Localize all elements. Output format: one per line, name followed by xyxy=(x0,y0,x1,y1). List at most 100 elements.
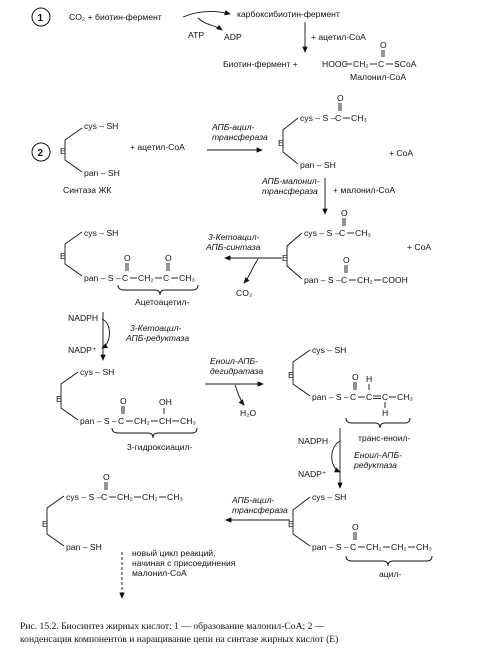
acetyl-malonyl-enzyme: cys – S – C O CH₃ E pan – S – C O CH₂ CO… xyxy=(282,208,408,285)
ha-o: O xyxy=(120,396,127,406)
aa-pan-s: pan – S – xyxy=(84,273,121,283)
nadph-nadp-arrow-2 xyxy=(331,440,341,473)
aa-o2: O xyxy=(165,253,172,263)
am-o2: O xyxy=(343,255,350,265)
ap-pan-s: pan – S – xyxy=(312,542,349,552)
en-pan-s: pan – S – xyxy=(312,392,349,402)
h2o-release-arrow xyxy=(234,384,245,406)
malonyl-hooc: HOOC xyxy=(322,59,348,69)
ac-e: E xyxy=(42,519,48,529)
am-c2: C xyxy=(341,275,347,285)
enzyme-enoyl-reductase-line2: редуктаза xyxy=(353,460,397,470)
en-h1: H xyxy=(366,374,372,384)
am-ch2: CH₂ xyxy=(357,275,373,285)
nadph-nadp-arrow-1 xyxy=(101,318,110,349)
en-ch3: CH₃ xyxy=(397,392,413,402)
acetyl-cys-enzyme: cys – S – C O CH₃ E pan – SH xyxy=(278,93,367,170)
ap-ch2b: CH₂ xyxy=(391,542,407,552)
enoyl-enzyme: cys – SH E pan – S – C O C H C H CH₃ тра… xyxy=(288,345,413,443)
ac-o: O xyxy=(103,472,110,482)
new-cycle-line3: малонил-CoA xyxy=(132,568,187,578)
acyl-brace xyxy=(345,555,433,567)
ha-oh: OH xyxy=(159,397,172,407)
new-cycle-line1: новый цикл реакций, xyxy=(132,548,215,558)
step2-number: 2 xyxy=(38,148,44,159)
acetyl-pan-sh: pan – SH xyxy=(300,160,336,170)
enzyme-dehydratase-line2: дегидратаза xyxy=(210,366,263,376)
hydroxyacyl-enzyme: cys – SH E pan – S – C O CH₂ CH OH CH₃ 3… xyxy=(56,367,198,452)
step1-atp: ATP xyxy=(188,30,204,40)
acyl-label: ацил- xyxy=(379,569,402,579)
plus-coa-1: + CoA xyxy=(389,148,413,158)
ha-ch2: CH₂ xyxy=(134,416,150,426)
enzyme-acyl-transferase-2-line2: трансфераза xyxy=(232,505,288,515)
enzyme-acyl-transferase-line2: трансфераза xyxy=(212,132,268,142)
aa-ch2: CH₂ xyxy=(138,273,154,283)
am-cooh: COOH xyxy=(382,275,408,285)
en-e: E xyxy=(288,370,294,380)
ap-e: E xyxy=(288,519,294,529)
step2-section: 2 cys – SH E pan – SH Синтаза ЖК + ацети… xyxy=(31,93,433,599)
step1-number: 1 xyxy=(38,13,44,24)
step2-plus-acetyl: + ацетил-CoA xyxy=(130,142,185,152)
trans-enoyl-label: транс-еноил- xyxy=(358,433,411,443)
aa-ch3: CH₃ xyxy=(179,273,195,283)
ha-pan-s: pan – S – xyxy=(80,416,117,426)
enzyme-ketoacyl-reductase-line1: 3-Кетоацил- xyxy=(130,323,182,333)
ap-c: C xyxy=(350,542,356,552)
enzyme-malonyl-transferase-line2: трансфераза xyxy=(262,186,318,196)
am-o1: O xyxy=(341,208,348,218)
step1-number-circle xyxy=(31,7,51,27)
hydroxyacyl-label: 3-гидроксиацил- xyxy=(127,442,193,452)
synthase-e: E xyxy=(60,146,66,156)
enzyme-malonyl-transferase-line1: АПБ-малонил- xyxy=(261,176,320,186)
acetyl-ch3: CH₃ xyxy=(351,113,367,123)
ac-c: C xyxy=(101,492,107,502)
ap-ch3: CH₃ xyxy=(416,542,432,552)
caption-line1: Рис. 15.2. Биосинтез жирных кислот: 1 — … xyxy=(20,621,325,632)
atp-adp-arrow xyxy=(197,17,223,31)
aa-c2: C xyxy=(163,273,169,283)
synthase-cys-sh: cys – SH xyxy=(84,121,118,131)
step1-plus-acetyl: + ацетил-CoA xyxy=(311,32,366,42)
am-ch3: CH₃ xyxy=(355,228,371,238)
en-h2: H xyxy=(382,408,388,418)
ha-c: C xyxy=(118,416,124,426)
ha-ch3: CH₃ xyxy=(180,416,196,426)
nadp-2: NADP⁺ xyxy=(298,469,327,479)
hydroxyacyl-brace xyxy=(111,427,198,439)
step2-number-circle xyxy=(31,142,51,162)
new-cycle-line2: начиная с присоединения xyxy=(132,558,236,568)
synthase-pan-sh: pan – SH xyxy=(84,168,120,178)
ha-ch: CH xyxy=(159,416,171,426)
step1-adp: ADP xyxy=(224,32,242,42)
acyl-pan-enzyme: cys – SH E pan – S – C O CH₂ CH₂ CH₃ аци… xyxy=(288,492,433,579)
ap-o: O xyxy=(352,522,359,532)
nadph-1: NADPH xyxy=(68,313,98,323)
enoyl-brace xyxy=(345,417,411,429)
enzyme-acyl-transferase-line1: АПБ-ацил- xyxy=(211,122,255,132)
caption-line2: конденсация компонентов и наращивание це… xyxy=(20,634,338,645)
malonyl-coa-label: Малонил-CoA xyxy=(350,72,406,82)
acetoacetyl-label: Ацетоацетил- xyxy=(135,297,190,307)
enzyme-ketoacyl-synthase-line2: АПБ-синтаза xyxy=(205,242,261,252)
acetoacetyl-enzyme: cys – SH E pan – S – C O CH₂ C O CH₃ Аце… xyxy=(60,228,199,307)
malonyl-ch2: CH₂ xyxy=(353,59,369,69)
enzyme-ketoacyl-reductase-line2: АПБ-редуктаза xyxy=(125,333,189,343)
ac-ch2a: CH₂ xyxy=(117,492,133,502)
aa-e: E xyxy=(60,251,66,261)
enzyme-ketoacyl-synthase-line1: 3-Кетоацил- xyxy=(208,232,260,242)
step1-section: 1 CO₂ + биотин-фермент ATP ADP карбоксиб… xyxy=(31,7,417,82)
am-e: E xyxy=(282,253,288,263)
nadph-2: NADPH xyxy=(298,436,328,446)
aa-cys-sh: cys – SH xyxy=(84,228,118,238)
co2-1: CO₂ xyxy=(236,288,252,298)
en-cys-sh: cys – SH xyxy=(312,345,346,355)
biotin-enzyme-plus: Биотин-фермент + xyxy=(223,59,298,69)
plus-coa-2: + CoA xyxy=(407,242,431,252)
acetyl-o: O xyxy=(337,93,344,103)
am-pan-s: pan – S – xyxy=(304,275,341,285)
en-o: O xyxy=(352,372,359,382)
malonyl-o: O xyxy=(380,40,387,50)
acetyl-cys-s: cys – S – xyxy=(300,113,336,123)
